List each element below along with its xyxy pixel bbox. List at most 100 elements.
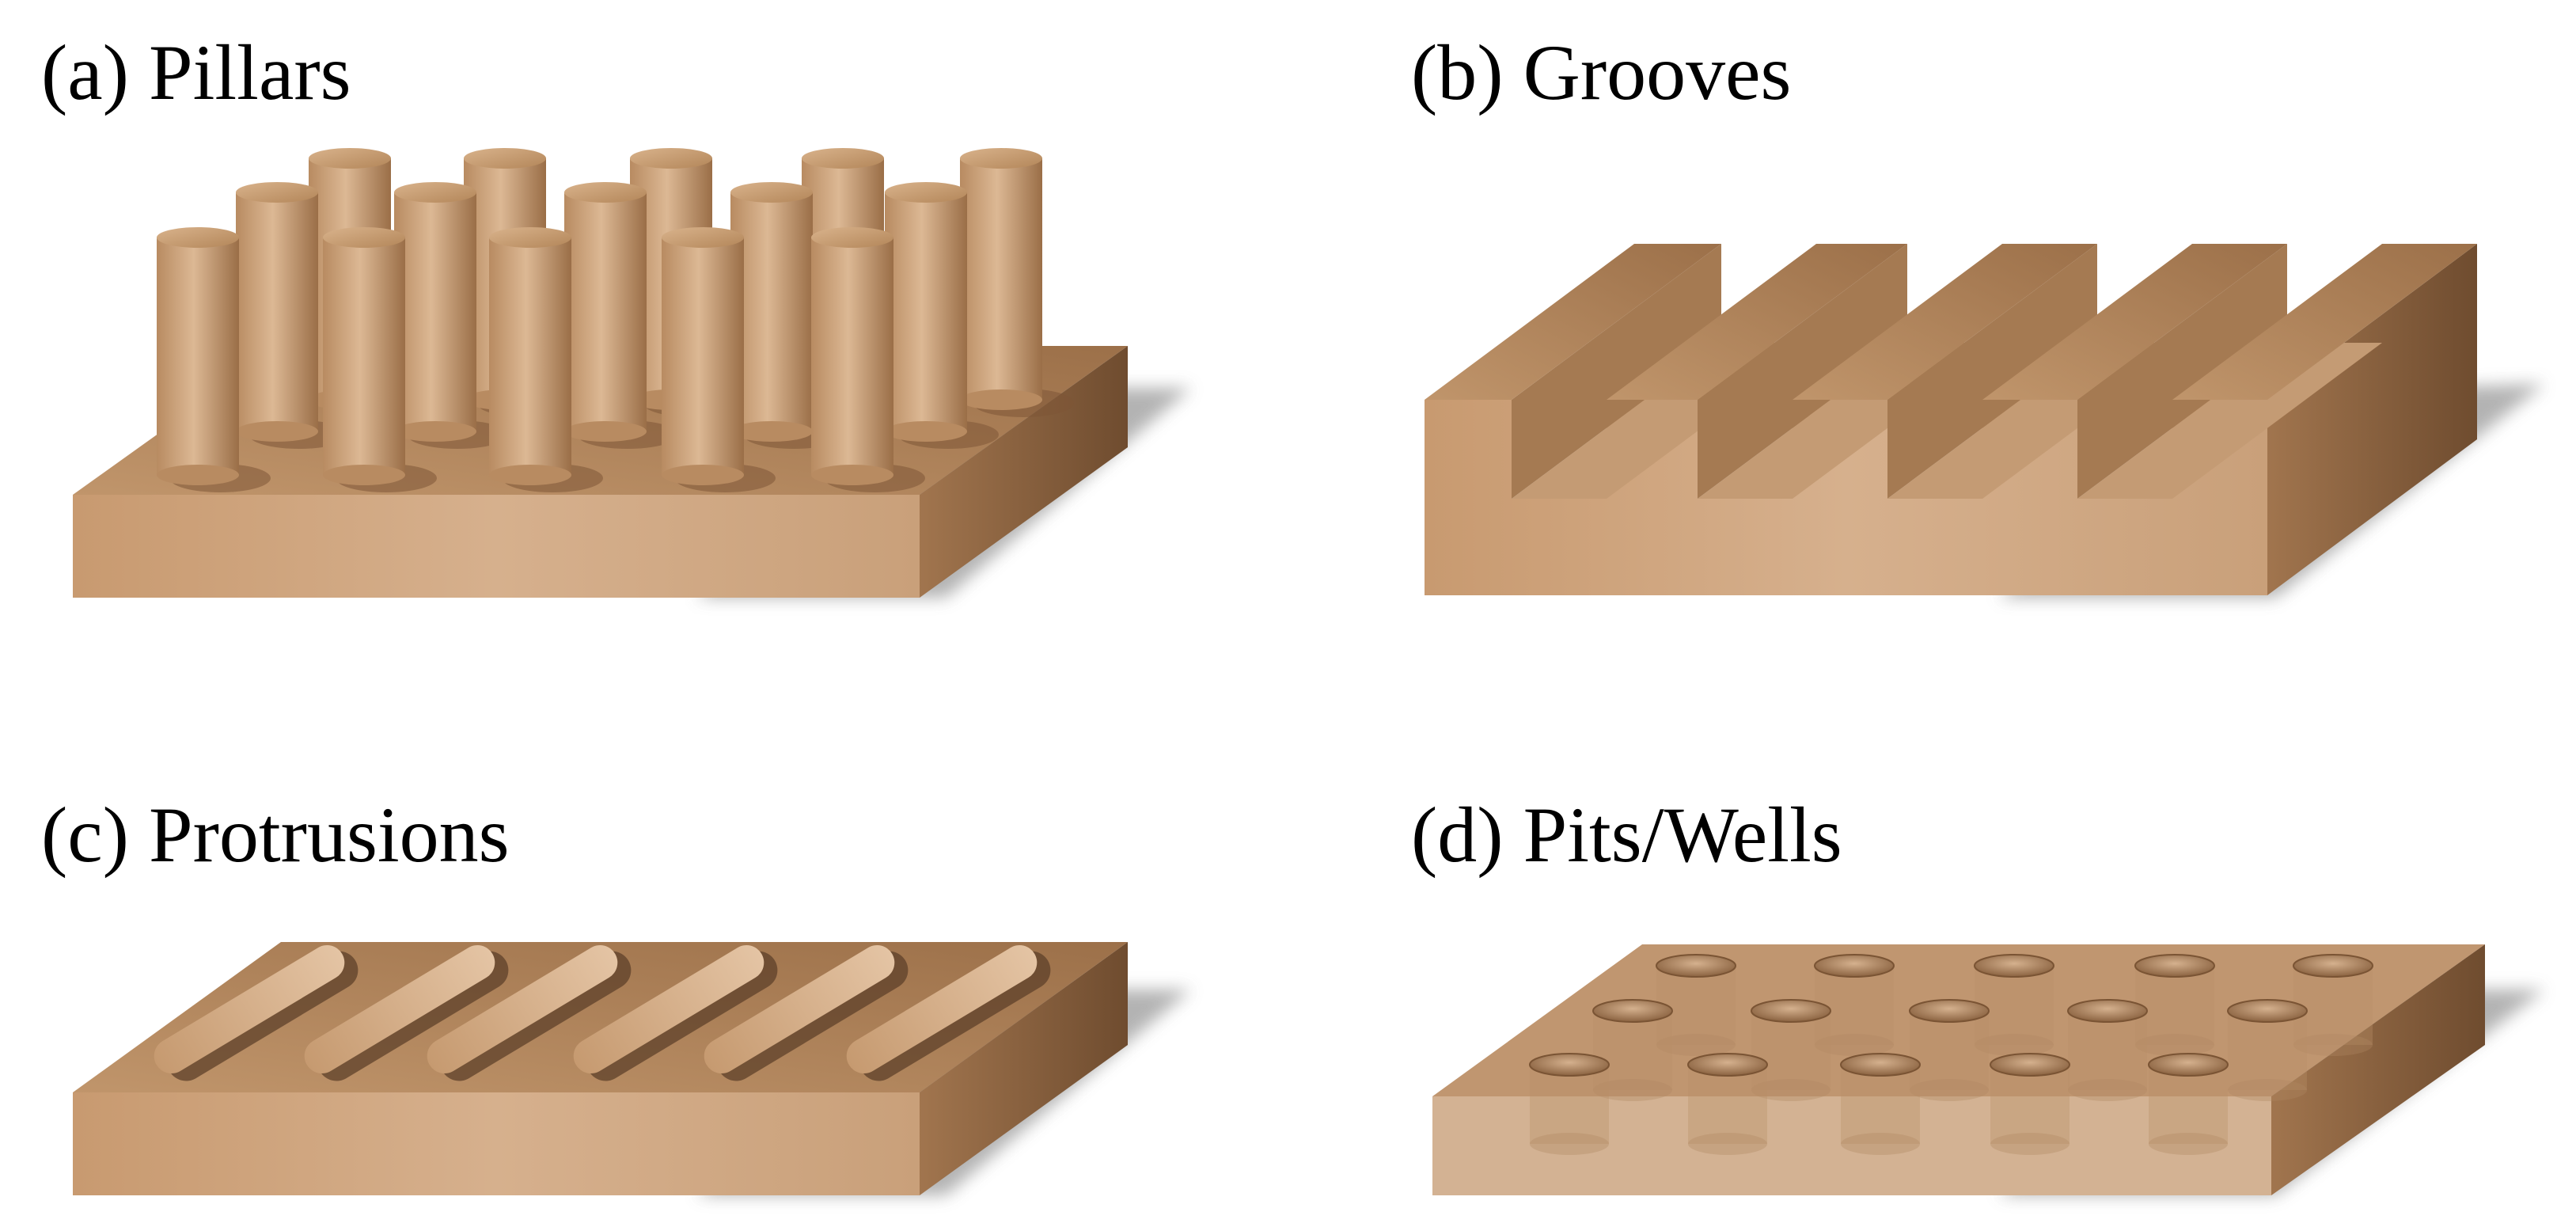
pillar-body <box>960 158 1042 400</box>
pillar-top <box>309 148 391 169</box>
well-bottom <box>1751 1079 1831 1101</box>
well-cylinder <box>1751 1011 1831 1090</box>
well-bottom <box>1910 1079 1989 1101</box>
protrusion-body <box>704 945 895 1073</box>
well-bottom <box>2068 1079 2147 1101</box>
pillar-top <box>564 182 647 203</box>
well-opening <box>1529 1053 1610 1077</box>
well-cylinder <box>2293 966 2373 1045</box>
pillar-bottom <box>960 389 1042 410</box>
well-cylinder <box>2149 1065 2228 1144</box>
ridge-top <box>1793 244 2097 400</box>
well-bottom <box>1990 1133 2070 1155</box>
pillar-body <box>730 192 813 431</box>
pillar-top <box>662 227 744 248</box>
panel-d-label: (d) Pits/Wells <box>1411 791 1842 879</box>
pillar-bottom <box>811 465 893 485</box>
pillar-bottom <box>730 421 813 442</box>
pillar-top <box>802 148 884 169</box>
pillar-top <box>323 227 405 248</box>
pillar-bottom <box>489 465 571 485</box>
pillar-top <box>394 182 476 203</box>
well-bottom <box>1688 1133 1767 1155</box>
pillar-body <box>662 237 744 475</box>
protrusion-body <box>846 945 1038 1073</box>
well-opening <box>2134 954 2215 978</box>
well-bottom <box>1841 1133 1920 1155</box>
pillar-body <box>157 237 239 475</box>
pillar-body <box>323 237 405 475</box>
well-bottom <box>2228 1079 2307 1101</box>
pillar-array <box>157 148 1074 492</box>
pillar-bottom <box>662 465 744 485</box>
well-opening <box>2227 999 2308 1023</box>
well-opening <box>2067 999 2148 1023</box>
pillar-top <box>489 227 571 248</box>
panel-a-label: (a) Pillars <box>41 28 351 116</box>
well-cylinder <box>1815 966 1894 1045</box>
pillar-bottom <box>564 421 647 442</box>
pillar-bottom <box>885 421 967 442</box>
pillar-bottom <box>157 465 239 485</box>
well-opening <box>1974 954 2054 978</box>
ridge-top <box>1607 244 1907 400</box>
ridge-top <box>1425 244 1721 400</box>
pillar-top <box>157 227 239 248</box>
pillar-top <box>630 148 712 169</box>
pillar-body <box>394 192 476 431</box>
protrusion <box>704 945 909 1081</box>
wells-base-side <box>2271 944 2485 1195</box>
pillar-bottom <box>236 421 318 442</box>
pillar-body <box>811 237 893 475</box>
well-cylinder <box>1656 966 1736 1045</box>
protrusion <box>427 945 632 1081</box>
pillars-diagram <box>73 148 1191 598</box>
well-cylinder <box>2135 966 2214 1045</box>
panel-c-label: (c) Protrusions <box>41 791 510 879</box>
well-bottom <box>2149 1133 2228 1155</box>
pillar-body <box>489 237 571 475</box>
groove-floor <box>2077 343 2382 499</box>
protrusion-array <box>154 945 1051 1081</box>
protrusion <box>573 945 778 1081</box>
pillar-top <box>885 182 967 203</box>
well-bottom <box>2135 1034 2214 1056</box>
well-bottom <box>2293 1034 2373 1056</box>
wells-base-front <box>1432 1096 2271 1195</box>
well-cylinder <box>1841 1065 1920 1144</box>
pillar-top <box>960 148 1042 169</box>
groove-array <box>1425 244 2477 499</box>
well-cylinder <box>1593 1011 1672 1090</box>
well-bottom <box>1815 1034 1894 1056</box>
groove-wall <box>1887 244 2097 499</box>
well-opening <box>1814 954 1895 978</box>
panel-b-label: (b) Grooves <box>1411 28 1792 116</box>
protrusion-body <box>573 945 764 1073</box>
protrusion-body <box>154 945 345 1073</box>
grooves-side <box>2267 244 2477 595</box>
well-opening <box>1592 999 1673 1023</box>
well-cylinder <box>1975 966 2054 1045</box>
well-bottom <box>1656 1034 1736 1056</box>
pillars-base-front <box>73 495 920 598</box>
pillar-bottom <box>394 421 476 442</box>
well-bottom <box>1975 1034 2054 1056</box>
protrusion-body <box>427 945 618 1073</box>
well-opening <box>1751 999 1831 1023</box>
ridge-top <box>1982 244 2287 400</box>
pillars-base-side <box>920 346 1128 598</box>
well-cylinder <box>1910 1011 1989 1090</box>
wells-diagram <box>1432 944 2544 1195</box>
pillar-body <box>236 192 318 431</box>
well-cylinder <box>2228 1011 2307 1090</box>
well-opening <box>1990 1053 2070 1077</box>
well-opening <box>1840 1053 1921 1077</box>
pillar-top <box>811 227 893 248</box>
pillar-bottom <box>323 465 405 485</box>
pillar-body <box>564 192 647 431</box>
ridge-top <box>2172 244 2477 400</box>
well-opening <box>2293 954 2373 978</box>
groove-wall <box>1512 244 1721 499</box>
grooves-diagram <box>1425 244 2544 598</box>
